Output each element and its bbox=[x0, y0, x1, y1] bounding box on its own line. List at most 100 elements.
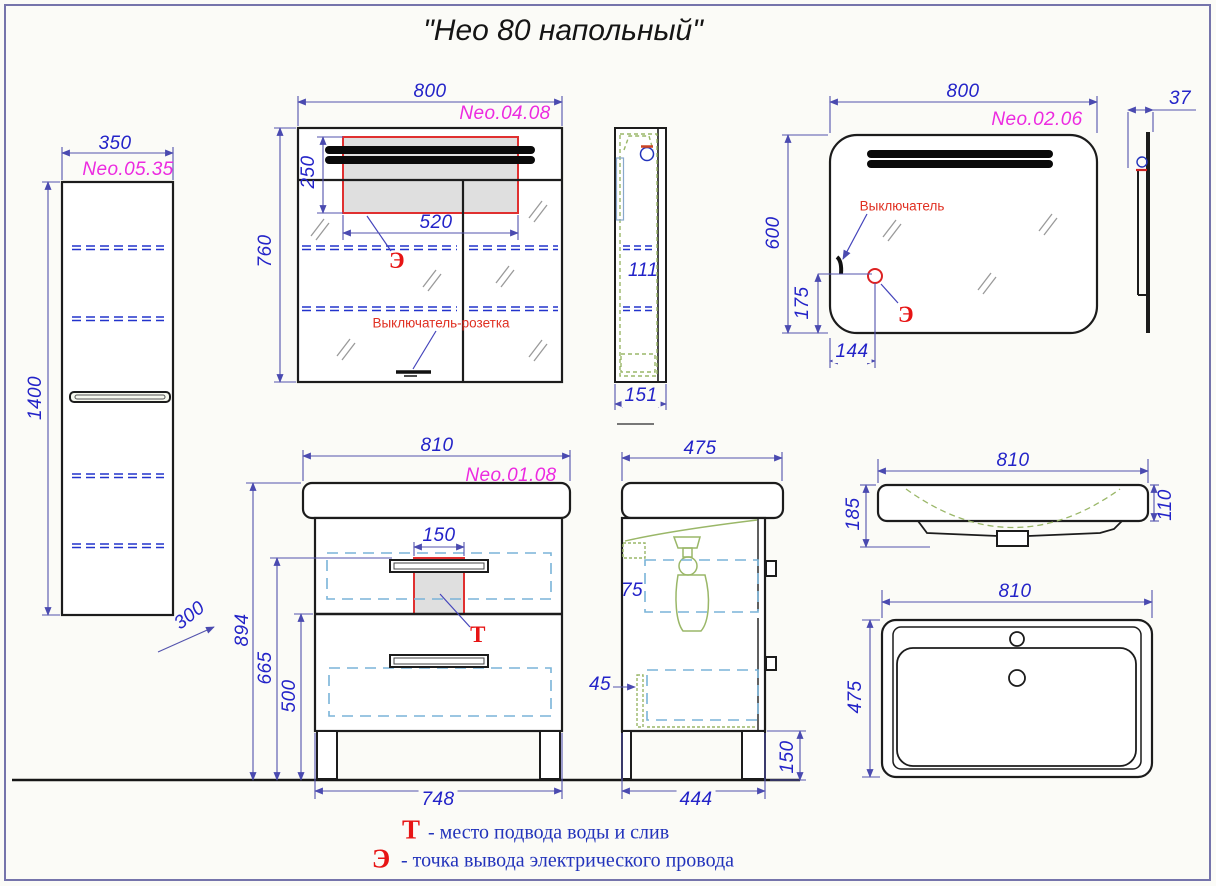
dim-sinktop-depth: 475 bbox=[845, 680, 866, 714]
sink-front-view bbox=[860, 459, 1159, 548]
door-handle bbox=[69, 391, 171, 403]
leg bbox=[539, 730, 561, 780]
switch-symbol bbox=[396, 370, 431, 377]
dim-sink-edge: 110 bbox=[1155, 489, 1176, 521]
sink-underside bbox=[622, 519, 758, 559]
sink-basin bbox=[896, 647, 1137, 767]
dim-vanity-height: 894 bbox=[232, 613, 253, 647]
socket-symbol bbox=[1136, 156, 1148, 168]
leg bbox=[741, 730, 766, 780]
dim-marker-offset-x: 144 bbox=[832, 341, 872, 363]
dim-sink-height: 185 bbox=[843, 497, 864, 531]
leg bbox=[316, 730, 338, 780]
dim-marker-offset-y: 175 bbox=[792, 286, 813, 320]
sink-ledge bbox=[892, 626, 1142, 770]
siphon bbox=[672, 536, 710, 632]
model-mirror: Neo.02.06 bbox=[991, 109, 1083, 130]
mirror-cabinet-side-view bbox=[614, 127, 667, 425]
model-tall-cabinet: Neo.05.35 bbox=[82, 159, 174, 180]
dimension-lines bbox=[782, 96, 1098, 368]
drain-hole bbox=[1008, 669, 1026, 687]
legend-water-symbol: Т bbox=[401, 814, 421, 845]
mirror-side-view bbox=[1127, 106, 1196, 333]
dim-vanity-base-width: 748 bbox=[418, 789, 458, 811]
water-marker: Т bbox=[470, 622, 486, 647]
drawer-outlines bbox=[644, 559, 759, 721]
dim-cutout-width: 150 bbox=[422, 525, 456, 546]
light-bar bbox=[867, 160, 1053, 168]
socket-symbol bbox=[639, 145, 655, 162]
dim-mcab-width: 800 bbox=[413, 81, 447, 102]
dimension-lines bbox=[42, 147, 215, 653]
electric-marker: Э bbox=[389, 248, 405, 273]
dim-mcab-height: 760 bbox=[255, 234, 276, 268]
legend-water-text: - место подвода воды и слив bbox=[428, 821, 670, 844]
dim-mcab-side-depth: 151 bbox=[621, 385, 661, 407]
mirror-hatch-marks bbox=[310, 200, 548, 362]
tall-cabinet-view bbox=[42, 147, 215, 653]
model-mirror-cabinet: Neo.04.08 bbox=[459, 103, 551, 124]
dim-vanity-inner-top: 75 bbox=[621, 580, 643, 601]
mirror-cabinet-front-view bbox=[274, 96, 564, 384]
drawer-handle bbox=[389, 559, 489, 573]
dim-tall-width: 350 bbox=[98, 133, 132, 154]
mirror-edge-strip bbox=[615, 157, 625, 221]
vanity-front-view bbox=[246, 450, 572, 799]
vanity-body bbox=[313, 516, 564, 733]
drawer-handle bbox=[389, 654, 489, 668]
dim-mirror-side-depth: 37 bbox=[1169, 88, 1191, 109]
countertop-sink-side bbox=[620, 481, 785, 520]
plinth-strip bbox=[636, 674, 756, 728]
bowl-outline bbox=[905, 488, 1121, 529]
dimension-lines bbox=[860, 459, 1159, 548]
leg bbox=[621, 730, 632, 780]
dim-vanity-500: 500 bbox=[279, 679, 300, 713]
dimension-lines bbox=[274, 96, 563, 383]
dim-tall-height: 1400 bbox=[25, 376, 46, 420]
dimension-lines bbox=[1127, 106, 1196, 168]
mirror-hatch-marks bbox=[882, 213, 1058, 295]
vanity-side-body bbox=[620, 516, 767, 733]
underside-profile bbox=[917, 520, 1123, 537]
shelf-lines bbox=[72, 245, 164, 549]
leader-line bbox=[439, 593, 471, 628]
dimension-lines bbox=[862, 590, 1153, 778]
faucet-hole bbox=[1009, 631, 1025, 647]
vanity-side-view bbox=[613, 452, 806, 799]
dim-lamp-zone-height: 250 bbox=[298, 155, 319, 189]
light-bar bbox=[325, 156, 535, 164]
electric-marker: Э bbox=[898, 302, 914, 327]
switch-label: Выключатель bbox=[859, 198, 945, 214]
sink-front-body bbox=[876, 483, 1150, 523]
dim-vanity-665: 665 bbox=[255, 651, 276, 685]
switch-symbol bbox=[835, 255, 844, 275]
dim-lamp-zone-width: 520 bbox=[419, 212, 453, 233]
sink-outer bbox=[880, 618, 1154, 779]
dim-vanity-side-base: 444 bbox=[676, 789, 716, 811]
shelf-lines bbox=[623, 245, 655, 312]
light-bar bbox=[325, 146, 535, 154]
mirror-front-view bbox=[782, 96, 1099, 368]
shelf-lines bbox=[302, 245, 558, 312]
countertop-sink bbox=[301, 481, 572, 520]
light-bar bbox=[867, 150, 1053, 158]
dim-mcab-side-inner: 111 bbox=[627, 260, 659, 281]
dim-sink-width: 810 bbox=[996, 450, 1030, 471]
dim-mirror-height: 600 bbox=[763, 216, 784, 250]
leader-lines bbox=[842, 213, 899, 304]
internal-outline bbox=[619, 133, 658, 377]
drawer-handle-side bbox=[765, 656, 777, 671]
dim-vanity-width: 810 bbox=[420, 435, 454, 456]
legend-electric-symbol: Э bbox=[371, 843, 391, 874]
drain-box bbox=[996, 530, 1029, 547]
page-title: "Нео 80 напольный" bbox=[423, 14, 703, 47]
dim-sinktop-width: 810 bbox=[998, 581, 1032, 602]
model-vanity: Neo.01.08 bbox=[465, 465, 557, 486]
dim-vanity-inner-bottom: 45 bbox=[589, 674, 611, 695]
dim-vanity-side-depth: 475 bbox=[683, 438, 717, 459]
dim-leg-height: 150 bbox=[777, 740, 798, 774]
switch-socket-label: Выключатель-розетка bbox=[372, 315, 510, 331]
legend-electric-text: - точка вывода электрического провода bbox=[401, 849, 735, 872]
